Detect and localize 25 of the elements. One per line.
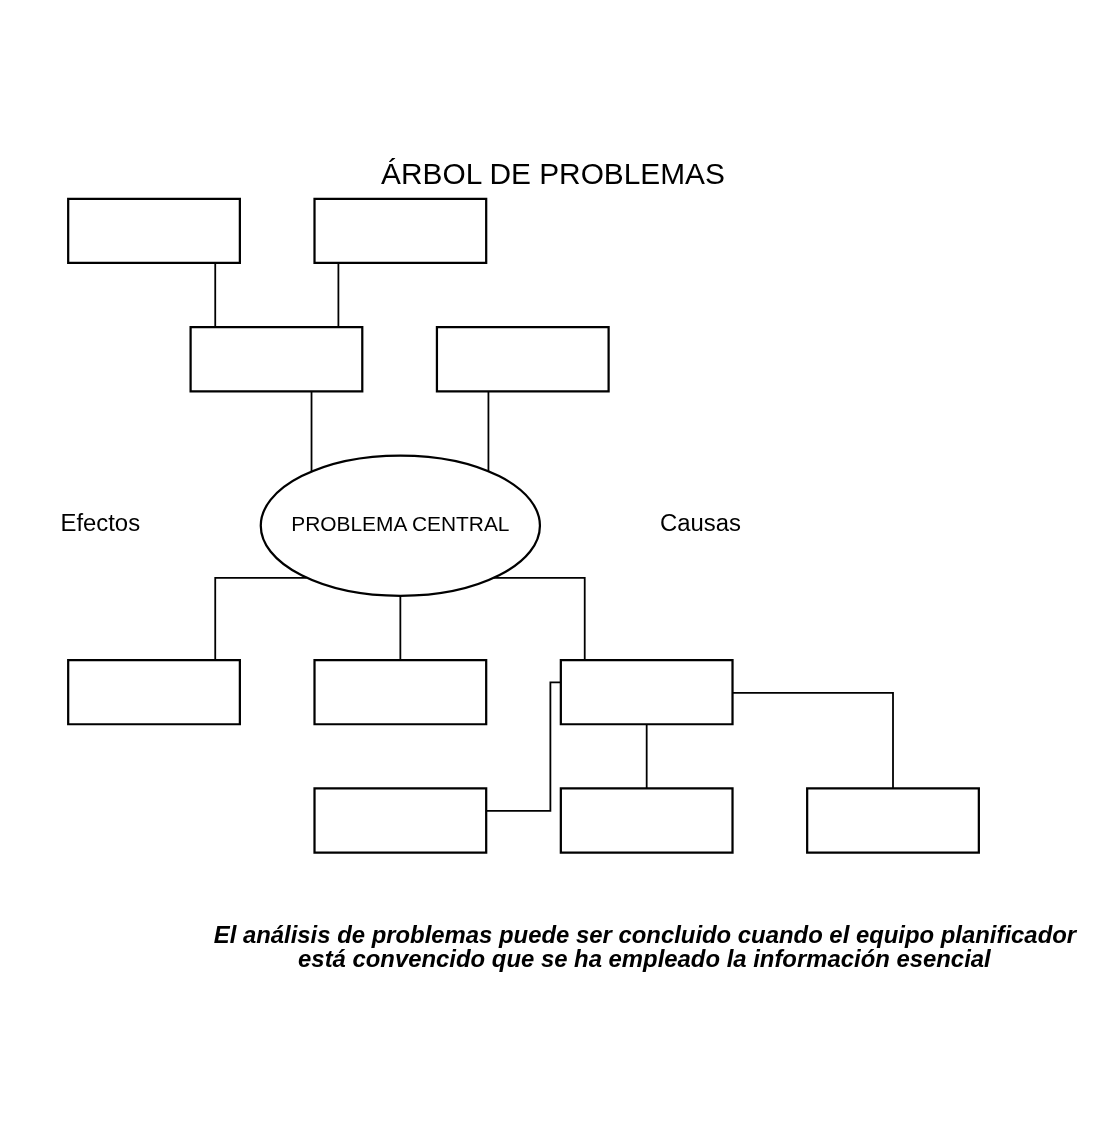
connector xyxy=(337,262,340,328)
node-box xyxy=(806,787,980,854)
node-ellipse: PROBLEMA CENTRAL xyxy=(259,454,542,597)
connector xyxy=(731,692,894,790)
connector xyxy=(487,390,490,472)
connector xyxy=(645,723,648,790)
node-box xyxy=(559,658,734,726)
caption: El análisis de problemas puede ser concluido cuando el equipo planificador está convencido que se ha empleado la información esencial xyxy=(213,920,1077,972)
connector xyxy=(310,390,313,472)
node-box xyxy=(559,787,734,854)
diagram-title: ÁRBOL DE PROBLEMAS xyxy=(381,156,725,190)
node-box xyxy=(313,787,488,854)
connector xyxy=(214,577,308,661)
node-box xyxy=(313,658,488,726)
connector xyxy=(492,577,586,661)
node-box xyxy=(67,658,241,726)
node-box xyxy=(67,197,241,265)
node-box xyxy=(189,326,364,393)
connector xyxy=(214,262,217,328)
connector xyxy=(485,681,562,812)
node-box xyxy=(313,197,488,265)
connector xyxy=(399,595,402,661)
label: Causas xyxy=(659,509,741,537)
node-box xyxy=(435,326,610,393)
label: Efectos xyxy=(60,509,141,537)
